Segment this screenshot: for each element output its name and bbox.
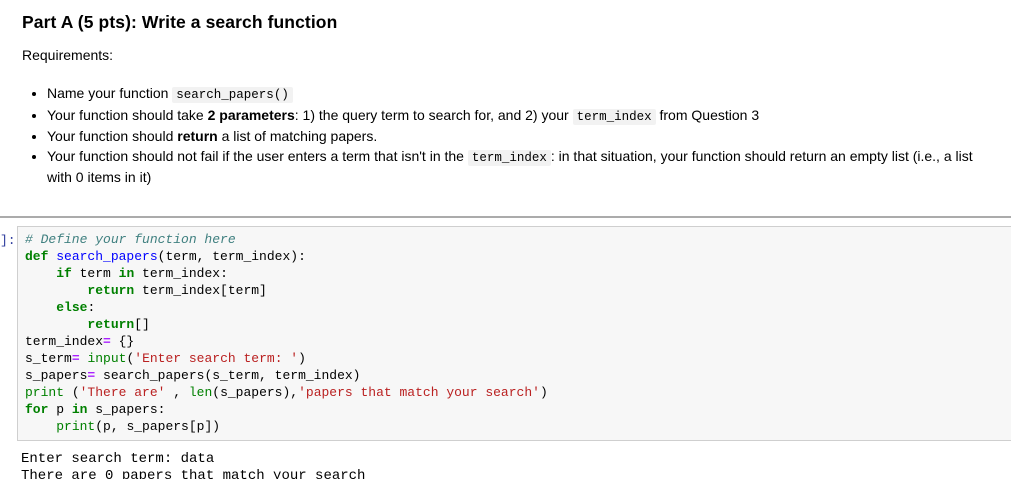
- output-area: Enter search term: data There are 0 pape…: [0, 441, 1011, 479]
- text: : in that situation, your function shoul…: [47, 147, 973, 186]
- inline-code: term_index: [572, 108, 656, 125]
- text: Name your function: [47, 85, 173, 101]
- requirement-item: Name your function search_papers(): [47, 84, 993, 106]
- requirement-item: Your function should take 2 parameters: …: [47, 106, 993, 128]
- requirements-label: Requirements:: [22, 47, 114, 63]
- text: Your function should not fail if the use…: [47, 147, 468, 164]
- bold-text: return: [177, 128, 218, 144]
- code-input-area[interactable]: # Define your function here def search_p…: [17, 225, 1011, 441]
- output-text: Enter search term: data There are 0 pape…: [21, 450, 366, 479]
- requirement-item: Your function should not fail if the use…: [47, 147, 993, 188]
- code-editor[interactable]: # Define your function here def search_p…: [25, 231, 548, 434]
- requirement-item: Your function should return a list of ma…: [47, 127, 993, 147]
- text: a list of matching papers.: [217, 128, 378, 144]
- text: Your function should take: [47, 106, 208, 123]
- bold-text: 2 parameters: [207, 106, 295, 123]
- requirements-list: Name your function search_papers()Your f…: [22, 84, 993, 188]
- input-prompt: ]:: [0, 232, 16, 248]
- section-title: Part A (5 pts): Write a search function: [22, 12, 338, 32]
- code-cell: ]: # Define your function here def searc…: [0, 225, 1011, 441]
- text: from Question 3: [655, 106, 760, 123]
- cell-divider: [0, 215, 1011, 218]
- markdown-cell: Part A (5 pts): Write a search function …: [0, 0, 1011, 188]
- text: Your function should: [47, 128, 178, 144]
- inline-code: search_papers(): [172, 87, 293, 103]
- inline-code: term_index: [467, 149, 551, 166]
- text: : 1) the query term to search for, and 2…: [294, 106, 573, 123]
